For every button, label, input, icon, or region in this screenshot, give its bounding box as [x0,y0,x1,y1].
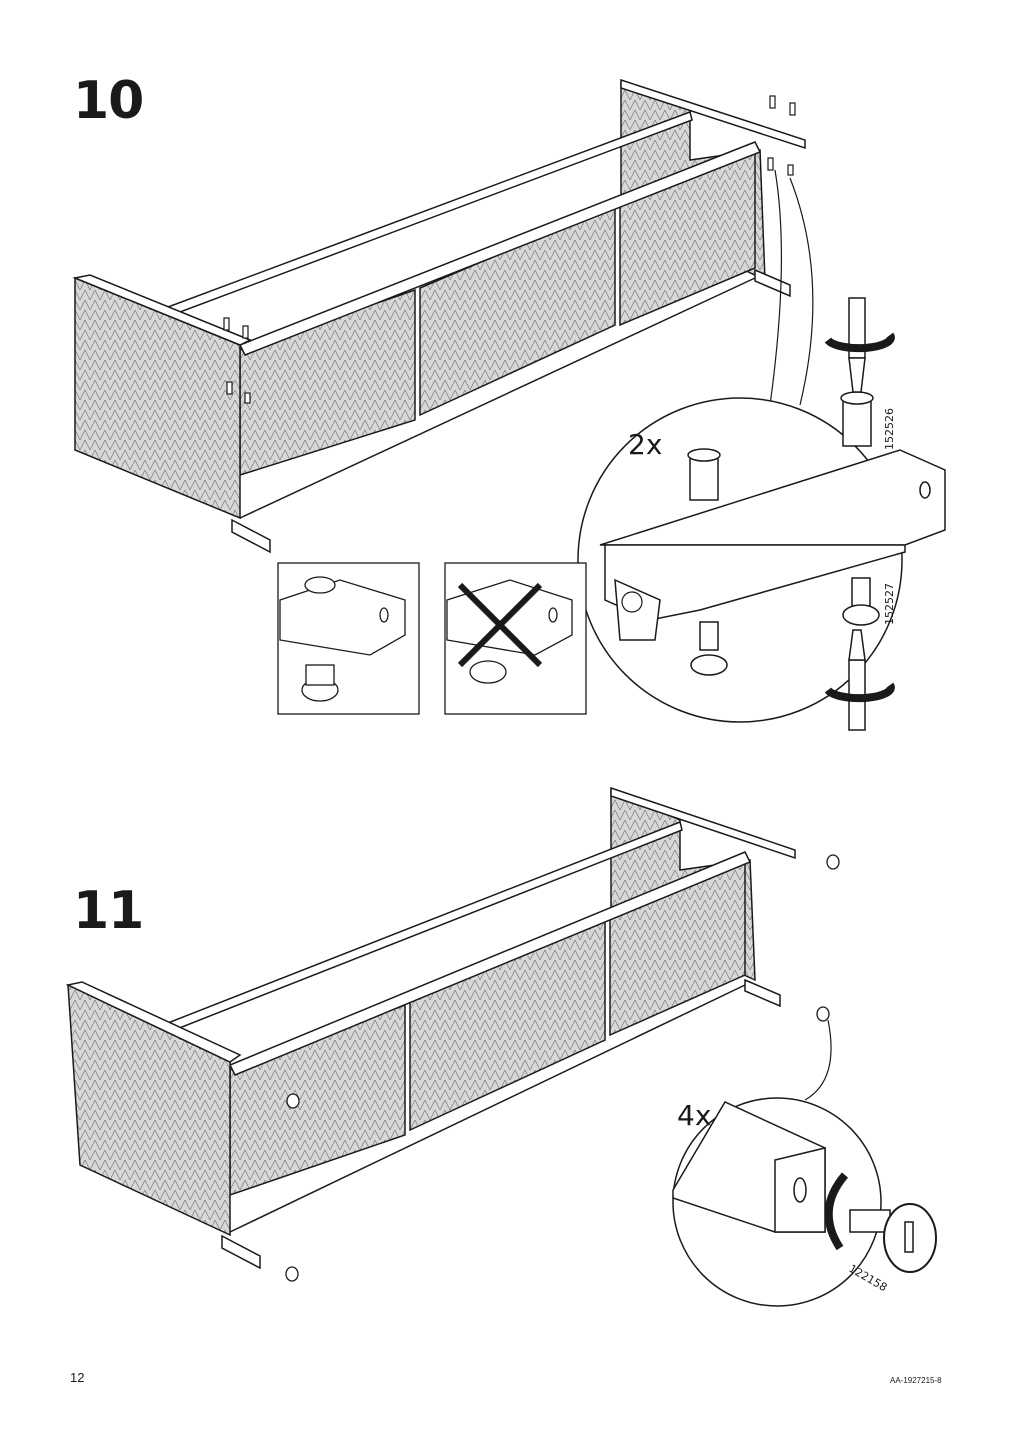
foot-front [231,518,271,554]
screws-step-10 [223,95,796,404]
correct-example-box [277,562,420,715]
step-number-10: 10 [73,71,144,131]
top-rail [620,78,806,150]
detail-circle-10 [577,297,946,731]
front-rail [228,851,752,1076]
foot-front [221,1234,261,1270]
top-rail [610,786,796,860]
part-number-top: 152526 [883,408,896,450]
step-number-11: 11 [73,881,144,941]
document-id: AA-1927215-8 [890,1376,942,1385]
page-number: 12 [70,1370,85,1385]
quantity-label-10: 2x [628,428,663,461]
step-11-frame [65,786,796,1270]
front-rail [238,141,762,356]
front-panel-mid [409,913,606,1132]
cross-icon [457,582,543,668]
detail-circle-11 [672,1097,937,1307]
quantity-label-11: 4x [677,1099,712,1132]
foot-back [744,978,781,1008]
adjustable-feet-step-11 [285,854,840,1282]
front-end-panel [74,276,241,520]
part-number-bottom: 152527 [883,583,896,625]
foot-back [754,268,791,298]
callout-lines [769,169,814,406]
